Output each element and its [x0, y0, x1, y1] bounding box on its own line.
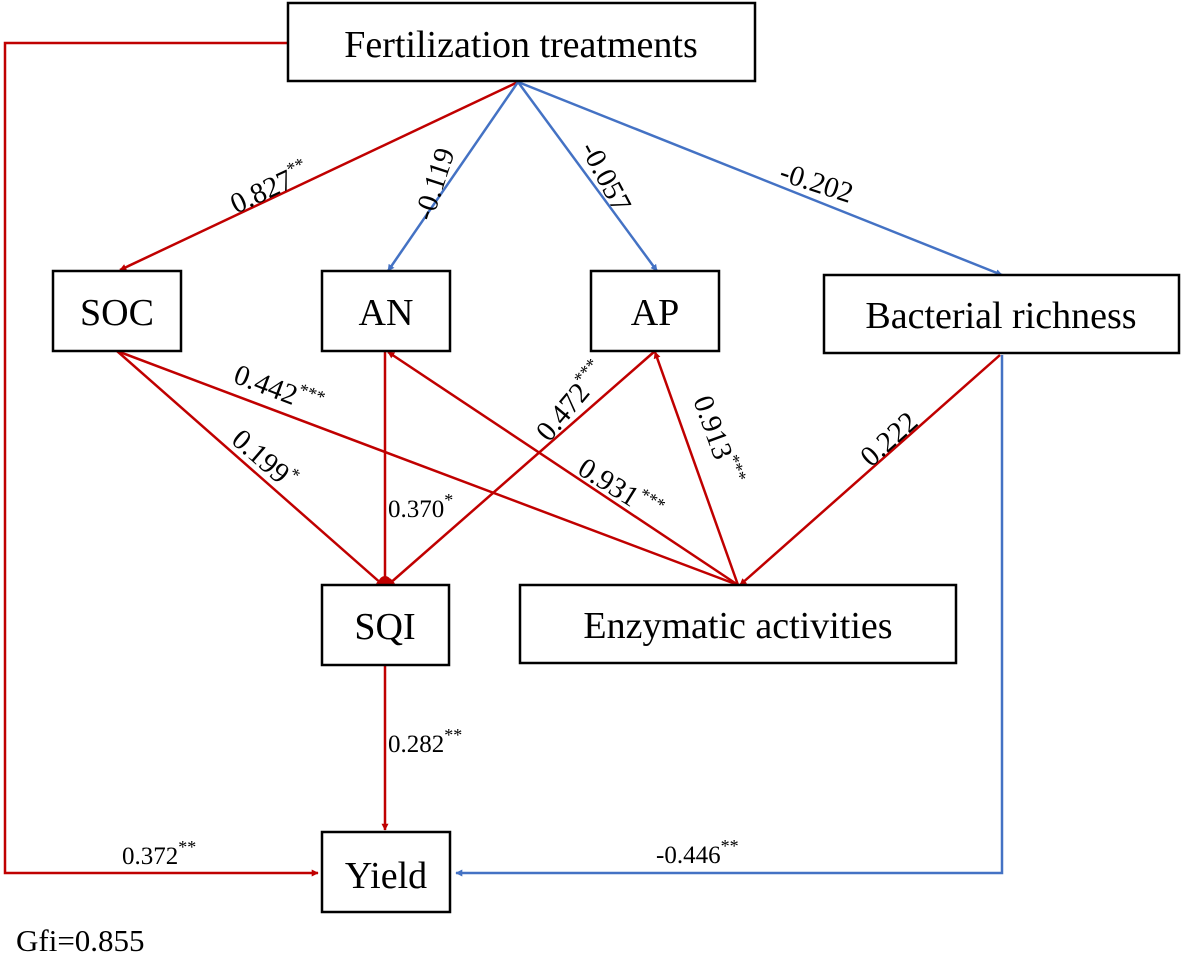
node-ap-label: AP	[631, 292, 680, 334]
edge-enz-ap	[653, 351, 740, 586]
edge-fert-ap	[516, 81, 659, 272]
node-bacterial: Bacterial richness	[822, 273, 1181, 355]
node-enzymatic-label: Enzymatic activities	[583, 605, 892, 647]
node-an: AN	[320, 269, 452, 353]
edge-fert-yield	[3, 41, 319, 877]
node-fertilization: Fertilization treatments	[286, 1, 757, 83]
label-fert-ap: -0.057	[574, 136, 637, 217]
edge-enz-an	[387, 350, 739, 587]
edges	[3, 41, 1004, 877]
label-an-sqi: 0.370*	[388, 490, 453, 523]
node-yield: Yield	[320, 830, 452, 914]
node-enzymatic: Enzymatic activities	[518, 583, 958, 665]
label-ap-sqi: 0.472***	[528, 354, 614, 447]
edge-soc-sqi	[116, 350, 384, 586]
label-enz-ap: 0.913***	[686, 390, 750, 489]
label-fert-an: -0.119	[408, 144, 461, 224]
label-enz-an: 0.931***	[572, 449, 669, 528]
label-sqi-yield: 0.282**	[388, 725, 462, 758]
node-soc-label: SOC	[80, 292, 154, 334]
label-fert-yield: 0.372**	[122, 837, 196, 870]
node-fertilization-label: Fertilization treatments	[344, 24, 698, 66]
edge-ap-sqi	[387, 350, 656, 586]
node-sqi: SQI	[320, 583, 451, 667]
node-yield-label: Yield	[345, 855, 427, 897]
node-soc: SOC	[51, 269, 183, 353]
label-bacterial-yield: -0.446**	[656, 836, 739, 869]
goodness-of-fit: Gfi=0.855	[16, 923, 145, 957]
edge-bacterial-yield	[455, 355, 1004, 877]
node-ap: AP	[589, 269, 721, 353]
node-sqi-label: SQI	[354, 606, 415, 648]
edge-fert-bacterial	[517, 80, 1003, 277]
label-fert-soc: 0.827**	[224, 153, 314, 220]
edge-fert-soc	[119, 80, 519, 272]
label-bacterial-enz: 0.222	[854, 406, 924, 473]
edge-bacterial-enz	[739, 354, 1001, 586]
edge-enz-soc	[116, 349, 739, 587]
node-bacterial-label: Bacterial richness	[865, 295, 1136, 337]
node-an-label: AN	[359, 292, 414, 334]
edge-fert-an	[386, 81, 520, 272]
